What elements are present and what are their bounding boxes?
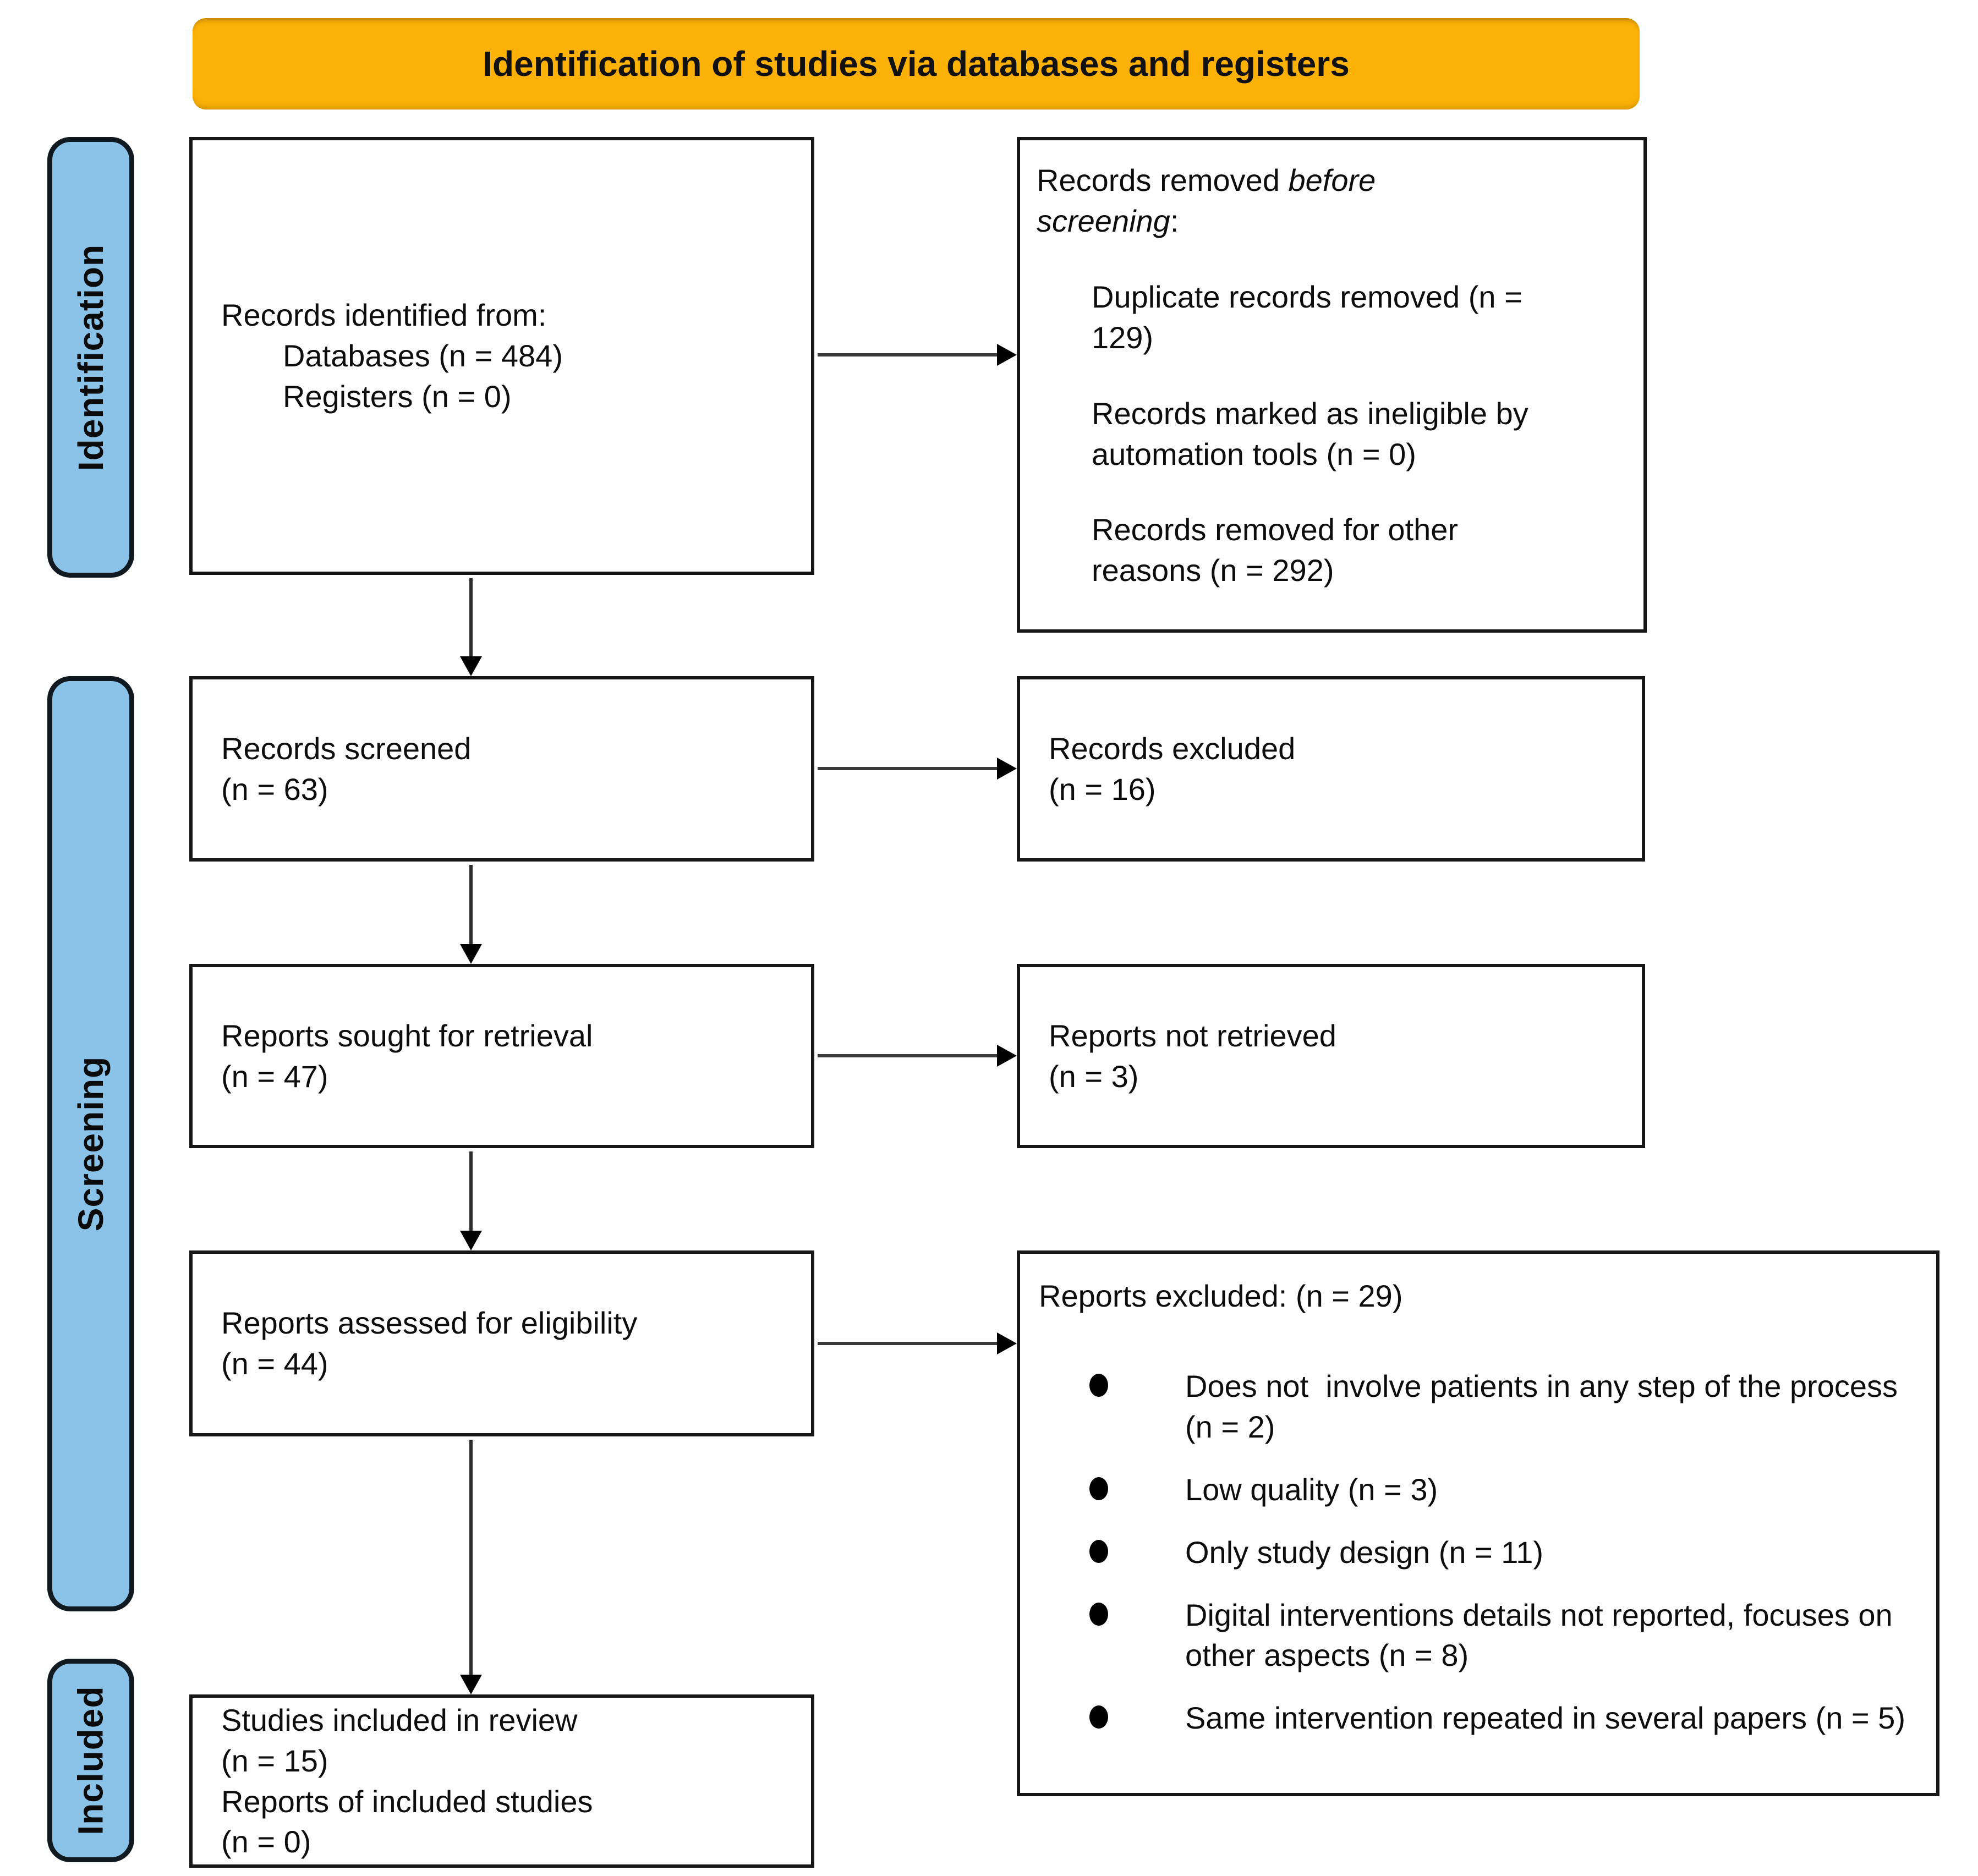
box-text-line: Records excluded — [1049, 731, 1296, 766]
box-text-line: (n = 44) — [221, 1346, 328, 1381]
arrow-assessed-to-reports-excluded — [818, 1342, 999, 1345]
stage-included-label: Included — [71, 1686, 111, 1835]
box-reports-sought: Reports sought for retrieval (n = 47) — [189, 964, 814, 1148]
box-text-line: (n = 3) — [1049, 1058, 1139, 1094]
bullet-text: Digital interventions details not report… — [1185, 1597, 1902, 1673]
box-records-screened: Records screened (n = 63) — [189, 676, 814, 862]
box-text-line: Databases (n = 484) — [283, 338, 563, 374]
bullet-icon — [1089, 1705, 1108, 1729]
list-item: Low quality (n = 3) — [1039, 1469, 1914, 1510]
box-text-line: Records marked as ineligible by automati… — [1092, 396, 1528, 471]
bullet-text: Same intervention repeated in several pa… — [1185, 1701, 1905, 1736]
box-reports-assessed: Reports assessed for eligibility (n = 44… — [189, 1250, 814, 1436]
box-title: Records removed before screening: — [1037, 160, 1455, 242]
box-text-line: Records identified from: — [221, 298, 547, 333]
arrowhead-icon — [460, 1675, 482, 1694]
arrowhead-icon — [460, 1231, 482, 1250]
box-text-line: (n = 63) — [221, 771, 328, 807]
box-text-line: Registers (n = 0) — [283, 379, 512, 414]
box-reports-excluded: Reports excluded: (n = 29) Does not invo… — [1017, 1250, 1939, 1796]
box-text-line: (n = 16) — [1049, 771, 1156, 807]
box-text-line: Reports assessed for eligibility — [221, 1305, 638, 1341]
banner-title: Identification of studies via databases … — [193, 18, 1640, 109]
arrow-identified-to-removed — [818, 353, 999, 356]
bullet-text: Only study design (n = 11) — [1185, 1534, 1544, 1570]
stage-screening-label: Screening — [71, 1056, 111, 1232]
arrow-sought-to-assessed — [469, 1151, 473, 1233]
stage-identification-label: Identification — [71, 244, 111, 471]
box-text-line: Reports not retrieved — [1049, 1018, 1336, 1053]
box-records-excluded: Records excluded (n = 16) — [1017, 676, 1645, 862]
bullet-text: Does not involve patients in any step of… — [1185, 1368, 1906, 1444]
box-text-line: (n = 47) — [221, 1058, 328, 1094]
box-text-line: (n = 15) — [221, 1743, 328, 1778]
arrow-screened-to-sought — [469, 865, 473, 946]
arrowhead-icon — [997, 758, 1017, 780]
arrowhead-icon — [997, 344, 1017, 366]
arrow-screened-to-excluded — [818, 767, 999, 770]
stage-included: Included — [47, 1659, 134, 1862]
box-text-line: (n = 0) — [221, 1824, 311, 1859]
arrowhead-icon — [997, 1045, 1017, 1067]
bullet-icon — [1089, 1539, 1108, 1563]
arrowhead-icon — [997, 1332, 1017, 1354]
box-studies-included: Studies included in review (n = 15) Repo… — [189, 1694, 814, 1868]
box-reports-not-retrieved: Reports not retrieved (n = 3) — [1017, 964, 1645, 1148]
box-text-line: Reports of included studies — [221, 1784, 593, 1819]
box-text-line: Records removed — [1037, 163, 1289, 198]
arrowhead-icon — [460, 656, 482, 676]
list-item: Does not involve patients in any step of… — [1039, 1366, 1914, 1447]
bullet-icon — [1089, 1602, 1108, 1626]
bullet-icon — [1089, 1477, 1108, 1500]
bullet-text: Low quality (n = 3) — [1185, 1472, 1438, 1507]
box-title: Reports excluded: (n = 29) — [1039, 1279, 1403, 1313]
arrow-assessed-to-included — [469, 1440, 473, 1676]
list-item: Same intervention repeated in several pa… — [1039, 1698, 1914, 1738]
box-text-line: Duplicate records removed (n = 129) — [1092, 279, 1522, 355]
bullet-icon — [1089, 1373, 1108, 1397]
exclusion-reason-list: Does not involve patients in any step of… — [1039, 1366, 1914, 1738]
box-text-line: Reports sought for retrieval — [221, 1018, 593, 1053]
box-text-line: Records screened — [221, 731, 472, 766]
box-text-line: : — [1170, 203, 1179, 238]
list-item: Digital interventions details not report… — [1039, 1595, 1914, 1676]
arrowhead-icon — [460, 944, 482, 964]
list-item: Only study design (n = 11) — [1039, 1532, 1914, 1573]
box-records-removed: Records removed before screening: Duplic… — [1017, 137, 1647, 633]
box-records-identified: Records identified from: Databases (n = … — [189, 137, 814, 575]
arrow-sought-to-not-retrieved — [818, 1054, 999, 1057]
box-text-italic: before screening — [1037, 163, 1376, 238]
stage-screening: Screening — [47, 676, 134, 1611]
box-text-line: Studies included in review — [221, 1702, 578, 1737]
arrow-identified-to-screened — [469, 578, 473, 660]
box-text-line: Records removed for other reasons (n = 2… — [1092, 512, 1459, 588]
stage-identification: Identification — [47, 137, 134, 578]
